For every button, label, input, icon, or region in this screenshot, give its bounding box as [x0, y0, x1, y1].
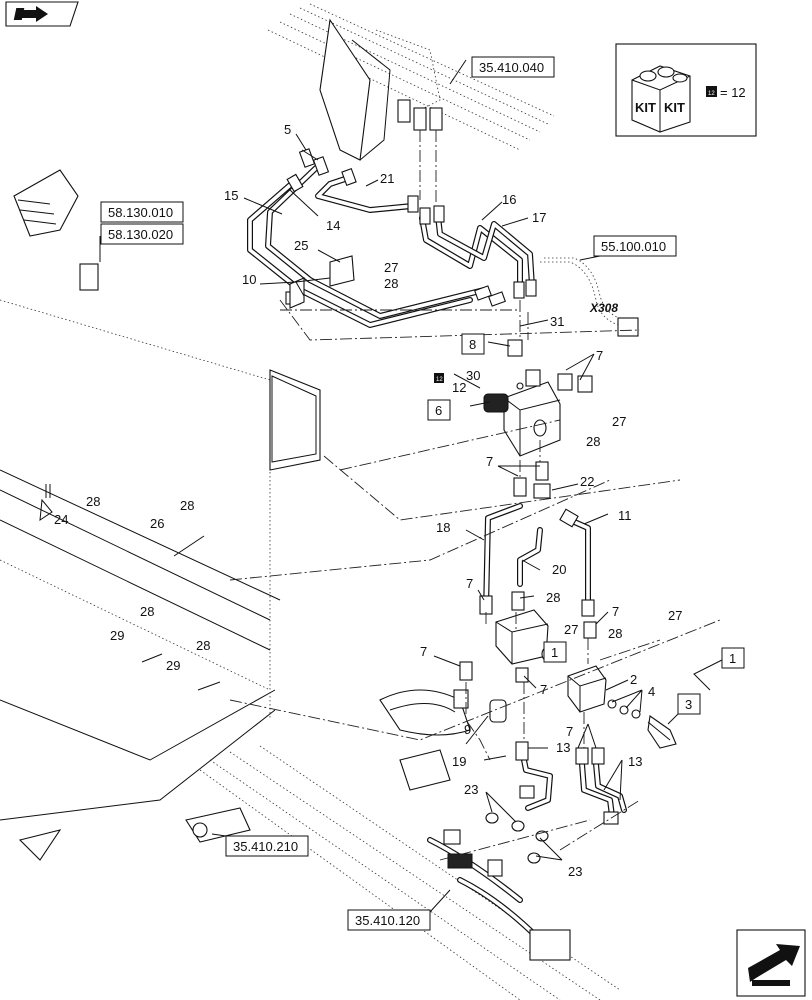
callout-25: 25 [294, 238, 308, 253]
callout-27-mid: 27 [564, 622, 578, 637]
callout-box-1-left: 1 [551, 645, 558, 660]
hose-lines-upper [247, 99, 537, 328]
callout-7-right: 7 [612, 604, 619, 619]
callout-28-left-mid: 28 [180, 498, 194, 513]
wiring-harness: X308 [540, 257, 639, 337]
callout-box-8: 8 [469, 337, 476, 352]
callout-28-valve: 28 [586, 434, 600, 449]
callout-28-right: 28 [608, 626, 622, 641]
callout-30: 30 [466, 368, 480, 383]
callout-29-lower: 29 [166, 658, 180, 673]
kit-label-left: KIT [635, 100, 656, 115]
callout-13-left: 13 [556, 740, 570, 755]
callout-28-left: 28 [86, 494, 100, 509]
hose-lines-lower [443, 741, 627, 877]
ref-58-130-020: 58.130.020 [108, 227, 173, 242]
callout-7-valve: 7 [596, 348, 603, 363]
ref-35-410-120: 35.410.120 [355, 913, 420, 928]
previous-page-icon[interactable] [5, 1, 79, 27]
callout-28-lower: 28 [140, 604, 154, 619]
bottom-frame-rails [185, 689, 621, 1000]
callout-28-mid: 28 [546, 590, 560, 605]
callout-7-bottom: 7 [566, 724, 573, 739]
callout-box-3: 3 [685, 697, 692, 712]
header-body [0, 169, 321, 861]
kit-label-right: KIT [664, 100, 685, 115]
callout-13-right: 13 [628, 754, 642, 769]
valve-assembly: 12 [434, 339, 593, 457]
callout-4: 4 [648, 684, 655, 699]
callout-21: 21 [380, 171, 394, 186]
callout-12: 12 [452, 380, 466, 395]
callout-box-1-right: 1 [729, 651, 736, 666]
callout-17: 17 [532, 210, 546, 225]
callout-5: 5 [284, 122, 291, 137]
callout-9: 9 [464, 722, 471, 737]
hose-lines-middle [453, 461, 677, 749]
callout-28-lower-right: 28 [196, 638, 210, 653]
callout-29-upper: 29 [110, 628, 124, 643]
callout-15: 15 [224, 188, 238, 203]
top-frame-rails [267, 3, 555, 161]
callout-23-left: 23 [464, 782, 478, 797]
kit-marker [706, 86, 717, 97]
kit-marker-number: 12 [708, 91, 715, 97]
callout-10: 10 [242, 272, 256, 287]
callout-27-valve: 27 [612, 414, 626, 429]
kit-crate-icon [631, 65, 691, 133]
kit-equals-text: = 12 [720, 85, 746, 100]
construction-lines [229, 299, 721, 861]
boxed-callouts: 8 6 1 1 3 [427, 333, 745, 715]
callout-19: 19 [452, 754, 466, 769]
callout-20: 20 [552, 562, 566, 577]
valve-kit-marker: 12 [436, 377, 443, 383]
callout-26: 26 [150, 516, 164, 531]
callout-11: 11 [618, 508, 632, 523]
pins-and-bolts [45, 484, 671, 741]
callout-box-6: 6 [435, 403, 442, 418]
item-callouts: 5 15 14 21 16 17 25 27 10 28 31 7 30 12 … [54, 122, 682, 879]
callout-7-lower-left: 7 [420, 644, 427, 659]
callout-18: 18 [436, 520, 450, 535]
callout-16: 16 [502, 192, 516, 207]
leader-lines [39, 59, 723, 913]
reference-labels: 35.410.040 58.130.010 58.130.020 55.100.… [100, 56, 677, 931]
callout-27-right: 27 [668, 608, 682, 623]
ref-35-410-040: 35.410.040 [479, 60, 544, 75]
callout-24: 24 [54, 512, 68, 527]
callout-7-mid: 7 [486, 454, 493, 469]
connector-code: X308 [589, 301, 618, 315]
callout-14: 14 [326, 218, 340, 233]
callout-27-top: 27 [384, 260, 398, 275]
kit-box: KIT KIT 12 = 12 [615, 43, 757, 137]
ref-35-410-210: 35.410.210 [233, 839, 298, 854]
callout-7-lower-mid: 7 [540, 682, 547, 697]
callout-23-right: 23 [568, 864, 582, 879]
callout-7-left: 7 [466, 576, 473, 591]
ref-55-100-010: 55.100.010 [601, 239, 666, 254]
callout-22: 22 [580, 474, 594, 489]
next-page-icon[interactable] [736, 929, 806, 997]
callout-2: 2 [630, 672, 637, 687]
callout-31: 31 [550, 314, 564, 329]
callout-28-top: 28 [384, 276, 398, 291]
ref-58-130-010: 58.130.010 [108, 205, 173, 220]
